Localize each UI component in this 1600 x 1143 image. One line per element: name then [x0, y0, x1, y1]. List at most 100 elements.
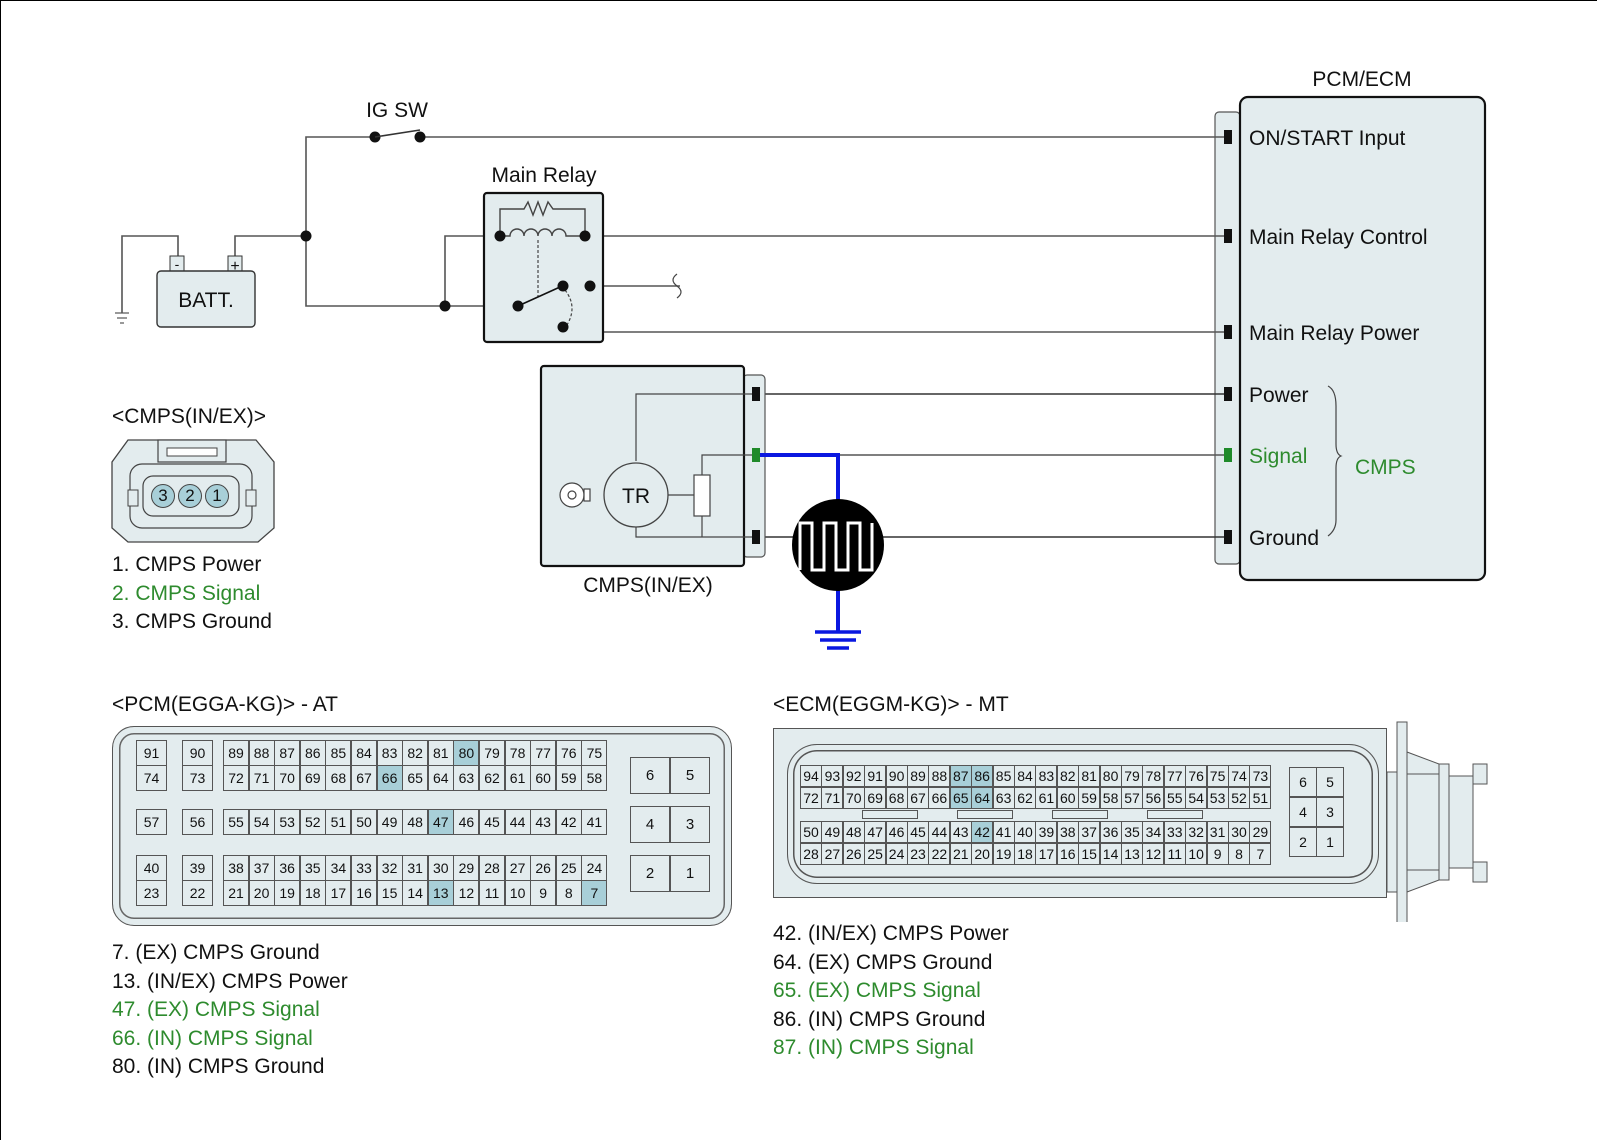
connector-pin: 25: [864, 843, 887, 865]
connector-pin: 57: [136, 809, 167, 835]
connector-pin: 19: [274, 880, 301, 906]
connector-pin-highlighted: 87: [949, 765, 972, 787]
cmps-sensor-connector: [742, 374, 766, 558]
connector-pin: 51: [325, 809, 352, 835]
ecm-key-slot: [862, 810, 918, 819]
pcm-pin-ground: Ground: [1249, 527, 1320, 550]
cmps-connector-pin: 1: [205, 484, 229, 508]
connector-pin: 24: [885, 843, 908, 865]
connector-pin: 41: [992, 821, 1015, 843]
connector-pin: 42: [555, 809, 582, 835]
connector-pin: 52: [299, 809, 326, 835]
connector-pin: 91: [864, 765, 887, 787]
cmps-sensor-label: CMPS(IN/EX): [583, 574, 713, 597]
connector-pin: 32: [1185, 821, 1208, 843]
connector-pin: 60: [530, 765, 557, 791]
battery-neg-label: -: [175, 256, 180, 272]
connector-pin: 38: [1056, 821, 1079, 843]
wire-relay-coil-feed: [444, 235, 500, 306]
ecm-key-slot: [1052, 810, 1108, 819]
connector-pin: 55: [223, 809, 249, 835]
connector-pin: 88: [248, 740, 275, 766]
connector-pin: 34: [1142, 821, 1165, 843]
connector-pin: 24: [581, 855, 608, 881]
connector-pin: 58: [581, 765, 608, 791]
connector-pin: 26: [842, 843, 865, 865]
legend-item: 66. (IN) CMPS Signal: [112, 1026, 313, 1050]
battery: BATT. - +: [115, 255, 256, 328]
ecm-connector-title: <ECM(EGGM-KG)> - MT: [773, 693, 1009, 716]
sensor-magnet-icon: [559, 482, 585, 508]
sensor-wire: [635, 393, 752, 461]
connector-pin: 91: [136, 740, 167, 766]
connector-pin: 66: [928, 787, 951, 809]
connector-pin-highlighted: 65: [949, 787, 972, 809]
relay-coil-icon: [500, 228, 585, 237]
connector-pin: 8: [555, 880, 582, 906]
connector-pin: 34: [325, 855, 352, 881]
connector-pin: 44: [928, 821, 951, 843]
connector-pin: 69: [299, 765, 326, 791]
waveform-probe: [760, 453, 884, 650]
pcm-pin-main-relay-control: Main Relay Control: [1249, 226, 1428, 249]
pin-terminal: [1224, 530, 1232, 544]
connector-pin: 3: [1316, 797, 1344, 827]
connector-pin: 31: [402, 855, 429, 881]
relay-switch-arm: [517, 286, 561, 307]
connector-pin: 59: [1078, 787, 1101, 809]
connector-pin: 41: [581, 809, 608, 835]
connector-pin: 8: [1228, 843, 1250, 865]
legend-item: 64. (EX) CMPS Ground: [773, 950, 993, 974]
connector-pin: 65: [402, 765, 429, 791]
connector-pin: 39: [182, 855, 213, 881]
legend-item: 86. (IN) CMPS Ground: [773, 1007, 986, 1031]
connector-pin: 90: [182, 740, 213, 766]
connector-pin: 39: [1035, 821, 1058, 843]
connector-pin: 64: [427, 765, 454, 791]
connector-pin: 73: [182, 765, 213, 791]
connector-pin: 67: [907, 787, 929, 809]
connector-pin: 50: [351, 809, 377, 835]
pin-terminal: [1224, 325, 1232, 339]
connector-pin: 62: [479, 765, 505, 791]
connector-pin: 89: [223, 740, 249, 766]
connector-pin: 5: [670, 757, 710, 794]
connector-pin: 75: [581, 740, 608, 766]
connector-pin: 71: [821, 787, 844, 809]
connector-pin: 90: [885, 765, 908, 787]
connector-pin: 25: [555, 855, 582, 881]
connector-pin: 27: [821, 843, 844, 865]
connector-pin: 70: [842, 787, 865, 809]
connector-pin: 20: [971, 843, 994, 865]
connector-pin: 89: [907, 765, 929, 787]
ground-icon: [115, 312, 129, 324]
connector-pin: 29: [1249, 821, 1272, 843]
connector-pin: 92: [842, 765, 865, 787]
connector-pin: 20: [248, 880, 275, 906]
connector-pin: 30: [1228, 821, 1250, 843]
cmps-brace-icon: [1327, 385, 1343, 537]
connector-pin-highlighted: 7: [581, 880, 608, 906]
connector-pin: 68: [885, 787, 908, 809]
cmps-sensor: TR CMPS(IN/EX): [539, 364, 766, 597]
connector-pin: 10: [504, 880, 531, 906]
connector-pin: 30: [427, 855, 454, 881]
connector-pin: 40: [1014, 821, 1036, 843]
connector-pin: 61: [1035, 787, 1058, 809]
connector-pin: 63: [992, 787, 1015, 809]
connector-pin: 26: [530, 855, 557, 881]
pcm-pin-power: Power: [1249, 384, 1309, 407]
connector-pin: 4: [630, 806, 670, 843]
pcm-pin-main-relay-power: Main Relay Power: [1249, 322, 1420, 345]
connector-pin: 33: [1163, 821, 1186, 843]
connector-pin: 36: [1099, 821, 1122, 843]
relay-resistor-icon: [499, 200, 586, 236]
connector-pin-highlighted: 80: [453, 740, 480, 766]
pcm-pin-terminals: [1224, 130, 1232, 544]
connector-pin: 74: [1228, 765, 1250, 787]
connector-pin: 45: [907, 821, 929, 843]
connector-pin: 85: [325, 740, 352, 766]
connector-pin: 40: [136, 855, 167, 881]
